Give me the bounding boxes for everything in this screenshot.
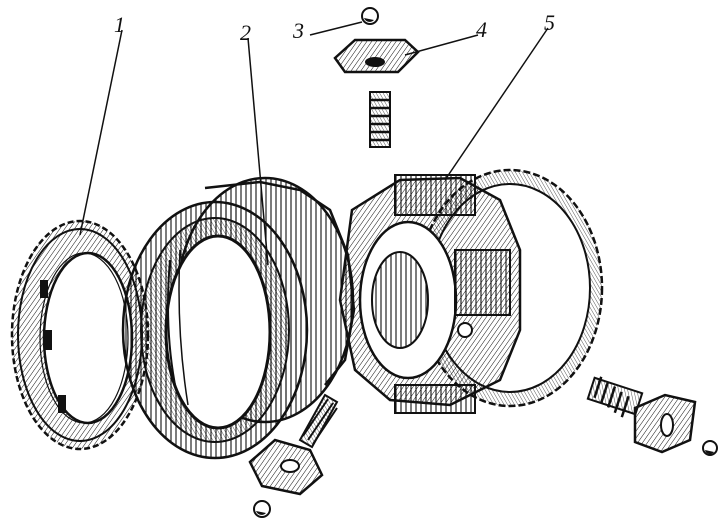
- spring-right: [586, 376, 644, 418]
- callout-3: 3: [292, 18, 304, 43]
- ring-slot: [58, 395, 66, 413]
- slide-block-top: [333, 38, 420, 74]
- callout-1: 1: [114, 12, 125, 37]
- slide-block-bottom: [248, 438, 324, 496]
- leader-lines: [79, 21, 549, 266]
- synchronizer-sleeve: [121, 176, 356, 460]
- callout-2: 2: [240, 20, 251, 45]
- slide-block-right: [633, 393, 697, 454]
- synchronizer-hub: [338, 168, 604, 414]
- detent-ball-top: [361, 7, 379, 25]
- spring-bottom: [298, 393, 339, 449]
- ring-slot: [40, 280, 48, 298]
- detent-ball-right: [702, 440, 718, 456]
- callout-4: 4: [476, 17, 487, 42]
- ring-slot: [44, 330, 52, 350]
- spring-top: [369, 91, 391, 148]
- detent-ball-bottom: [253, 500, 271, 518]
- blocker-ring-left: [10, 219, 150, 451]
- callout-5: 5: [544, 10, 555, 35]
